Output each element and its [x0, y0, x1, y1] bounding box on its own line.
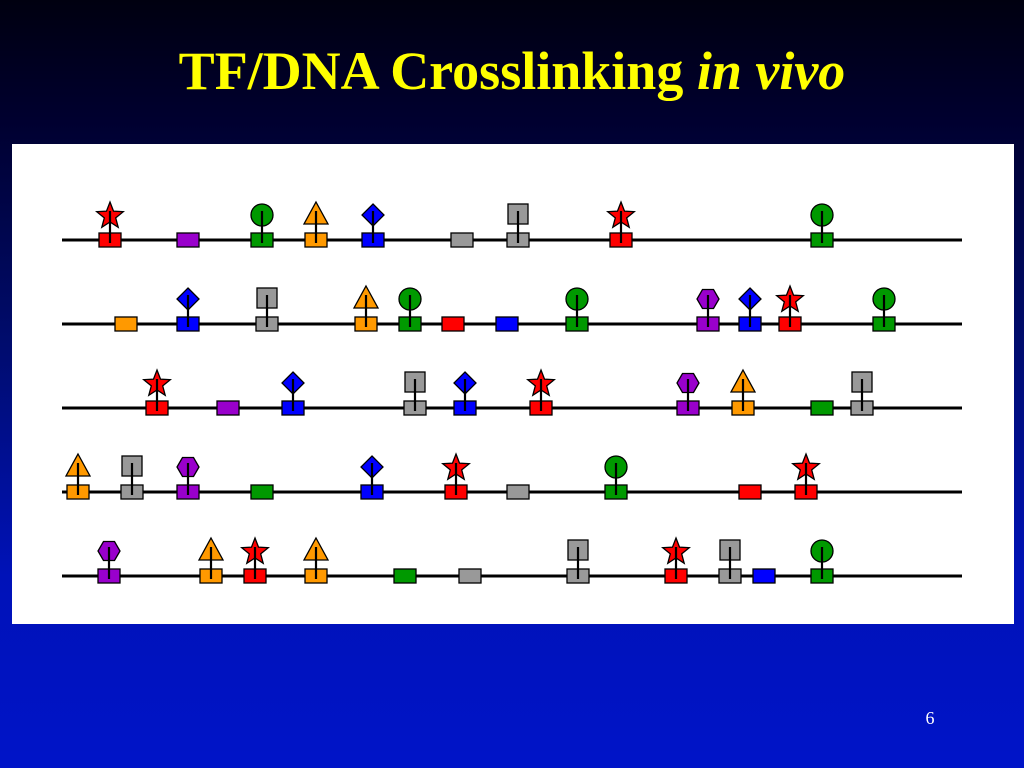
binding-site: [738, 484, 762, 500]
binding-site: [495, 316, 519, 332]
binding-site: [450, 232, 474, 248]
dna-strand: [62, 452, 962, 500]
slide-title: TF/DNA Crosslinking in vivo: [0, 40, 1024, 102]
binding-site: [441, 316, 465, 332]
diagram-panel: [12, 144, 1014, 624]
binding-site: [114, 316, 138, 332]
binding-site: [393, 568, 417, 584]
dna-strand: [62, 536, 962, 584]
binding-site: [506, 484, 530, 500]
dna-strand: [62, 200, 962, 248]
binding-site: [216, 400, 240, 416]
dna-strand: [62, 284, 962, 332]
binding-site: [752, 568, 776, 584]
page-number: 6: [925, 708, 935, 728]
binding-site: [458, 568, 482, 584]
dna-crosslinking-diagram: [62, 200, 962, 584]
binding-site: [176, 232, 200, 248]
slide-title-main: TF/DNA Crosslinking: [178, 41, 684, 101]
slide-title-italic: in vivo: [696, 41, 846, 101]
binding-site: [810, 400, 834, 416]
binding-site: [250, 484, 274, 500]
dna-strand: [62, 368, 962, 416]
